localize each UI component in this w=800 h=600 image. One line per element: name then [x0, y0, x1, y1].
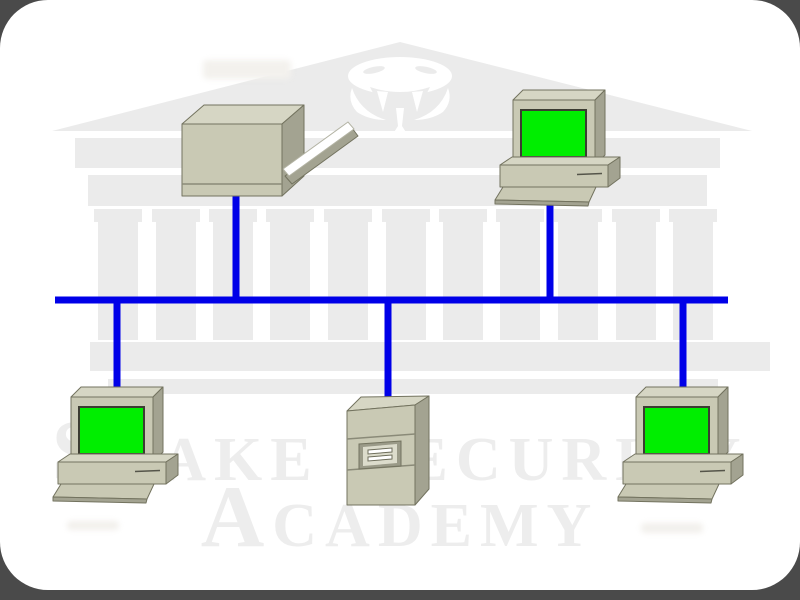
illegible-printer-label	[203, 60, 291, 79]
drive-slot	[367, 454, 393, 462]
workstation-node-bottom-left	[52, 386, 179, 504]
bus-cabling	[55, 192, 728, 402]
colonnade	[94, 209, 717, 340]
illegible-workstation-label-left	[67, 521, 119, 530]
server-node	[346, 395, 430, 506]
illegible-workstation-label-right	[641, 523, 703, 533]
printer-output-tray	[282, 121, 359, 185]
printer-node	[181, 104, 359, 197]
workstation-node-top-right	[494, 89, 621, 207]
drive-slot	[367, 447, 393, 455]
snake-logo-icon	[348, 57, 452, 139]
workstation-node-bottom-right	[617, 386, 744, 504]
printer-body	[181, 123, 283, 197]
drive-panel	[358, 440, 402, 470]
stylobate-steps	[90, 342, 770, 394]
paper-sheet	[282, 121, 355, 177]
